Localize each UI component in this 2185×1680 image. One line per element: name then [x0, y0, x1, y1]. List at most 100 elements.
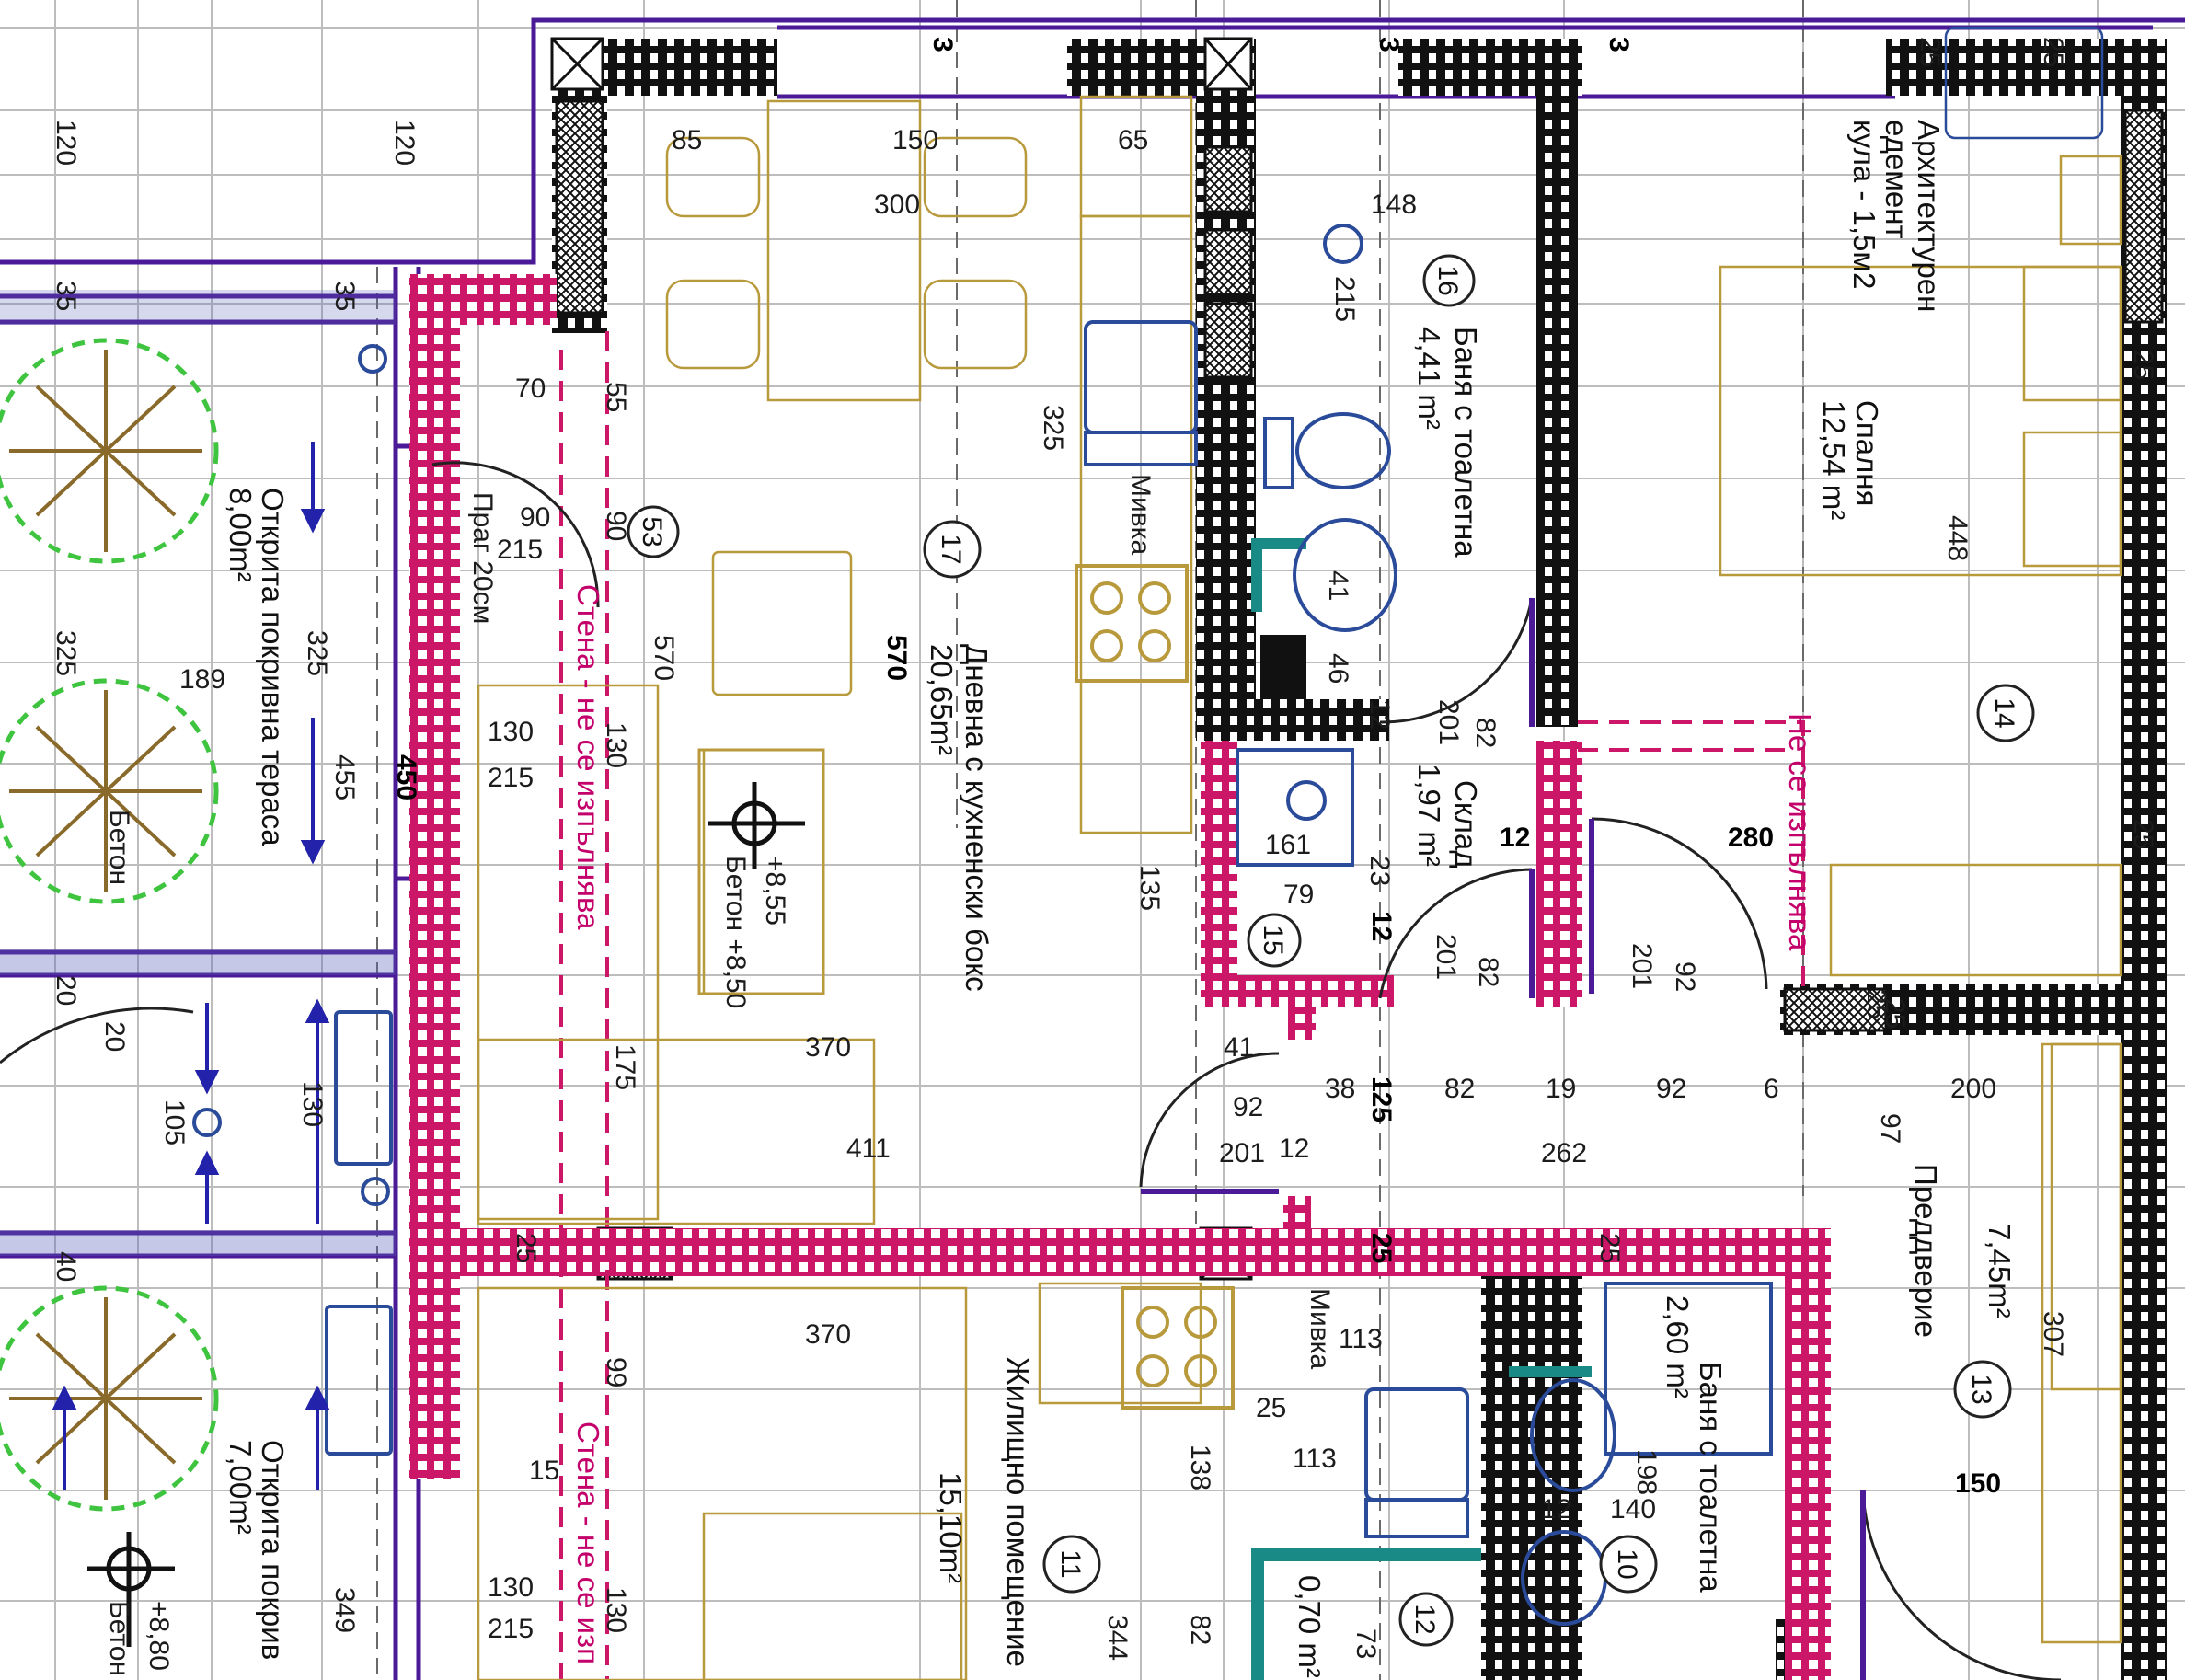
room-marker-14 [1976, 684, 2035, 742]
dim-73: 73 [1351, 1628, 1381, 1659]
dim-25e: 25 [1880, 998, 1910, 1029]
dim-25i: 25 [1366, 1233, 1397, 1263]
misc-labels: Архитектурен едемент кула - 1,5м2 Мивка … [104, 120, 1946, 1676]
flow-arrows [52, 442, 330, 1490]
room-marker-53 [627, 505, 680, 558]
concrete-level-bottom-2: Бетон [104, 1601, 134, 1676]
dim-130a: 130 [488, 717, 534, 747]
room-number-16: 16 [1432, 265, 1463, 295]
dim-262: 262 [1541, 1138, 1587, 1168]
dim-15: 15 [529, 1456, 559, 1486]
concrete-level-marker-top [697, 748, 825, 995]
room-area-15: 1,97 m² [1412, 764, 1446, 867]
dim-307: 307 [2038, 1311, 2068, 1357]
dim-6: 6 [1764, 1074, 1779, 1104]
dim-25a: 25 [1915, 37, 1945, 67]
room-marker-11 [1042, 1535, 1101, 1594]
dim-201b: 201 [1431, 934, 1461, 980]
concrete-level-1: +8,55 [760, 856, 790, 926]
dim-161: 161 [1265, 830, 1311, 860]
dim-570a: 570 [649, 635, 679, 681]
room-marker-16 [1422, 254, 1476, 307]
room-area-10: 2,60 m² [1661, 1295, 1695, 1398]
dimension-texts-horizontal: 85 150 300 65 148 70 90 215 189 130 215 … [179, 125, 2001, 1644]
dim-3c: 3 [1604, 37, 1634, 52]
dim-12a: 12 [1364, 699, 1395, 730]
dim-570b: 570 [881, 635, 912, 681]
dimension-texts-vertical: 120 120 35 35 215 55 325 90 570 570 41 4… [51, 37, 2158, 1661]
room-number-17: 17 [936, 534, 966, 564]
dim-20a: 20 [51, 975, 81, 1006]
dim-12d: 12 [1279, 1133, 1309, 1164]
dim-201a: 201 [1433, 699, 1464, 745]
concrete-tree-label: Бетон [104, 810, 134, 885]
dim-12c: 12 [1366, 911, 1397, 941]
terrace-upper-name: Открита покривна тераса [256, 488, 290, 846]
dim-82c: 82 [1444, 1074, 1475, 1104]
arch-niche-line-2: едемент [1880, 120, 1914, 239]
room-labels: Дневна с кухненски бокс 20,65m² Баня с т… [925, 327, 2017, 1678]
dim-92b: 92 [1233, 1092, 1263, 1122]
terrace-upper-area: 8,00m² [224, 488, 258, 582]
room-area-12: 0,70 m² [1293, 1575, 1327, 1678]
room-marker-15 [1247, 913, 1302, 968]
sink-label-lower: Мивка [1305, 1288, 1335, 1369]
dim-130d: 130 [488, 1572, 534, 1603]
wall-not-built-label-2: Стена - не се изп [571, 1421, 605, 1664]
dim-38: 38 [1325, 1074, 1355, 1104]
dim-120b: 120 [389, 120, 420, 166]
room-area-11: 15,10m² [934, 1472, 968, 1583]
dim-97: 97 [1875, 1113, 1905, 1144]
room-area-13: 7,45m² [1983, 1224, 2017, 1318]
dim-20b: 20 [99, 1021, 130, 1052]
stove-hobs [1075, 564, 1235, 1410]
dim-280: 280 [1728, 823, 1774, 853]
dim-35a: 35 [51, 281, 81, 311]
dim-201c: 201 [1627, 943, 1657, 989]
tree-bottom [0, 1285, 219, 1512]
room-name-15: Склад [1449, 780, 1483, 869]
not-built-label: Не се изпълнява [1783, 713, 1817, 951]
dim-300: 300 [874, 190, 920, 220]
dim-201d: 201 [1219, 1138, 1265, 1168]
dim-450: 450 [391, 754, 421, 800]
dim-25j: 25 [1861, 989, 1892, 1019]
arch-niche-line-3: кула - 1,5м2 [1847, 120, 1881, 289]
room-number-markers [627, 254, 2035, 1647]
terrace-divider-band [0, 290, 396, 1256]
dim-25b: 25 [2038, 37, 2068, 67]
dim-138: 138 [1185, 1444, 1215, 1490]
room-number-13: 13 [1966, 1374, 1996, 1404]
dim-215c: 215 [488, 763, 534, 793]
dim-448: 448 [1942, 515, 1972, 561]
room-number-10: 10 [1612, 1548, 1642, 1579]
arch-niche-line-1: Архитектурен [1912, 120, 1946, 312]
dim-65: 65 [1118, 125, 1148, 155]
dim-215b: 215 [497, 535, 543, 565]
dim-130b: 130 [601, 722, 631, 768]
teal-walls [1251, 538, 1592, 1680]
dim-82b: 82 [1473, 957, 1503, 987]
dim-99: 99 [601, 1357, 631, 1387]
terrace-lower-name: Открита покрив [256, 1440, 290, 1660]
dim-370a: 370 [805, 1032, 851, 1063]
dim-215a: 215 [1329, 276, 1360, 322]
dim-79: 79 [1283, 880, 1314, 910]
dim-189: 189 [179, 664, 225, 695]
magenta-walls [409, 274, 1831, 1680]
dining-furniture [477, 26, 2122, 1680]
room-name-13: Преддверие [1909, 1164, 1943, 1338]
room-marker-12 [1398, 1592, 1454, 1647]
dim-105: 105 [159, 1099, 190, 1145]
dim-148: 148 [1371, 190, 1417, 220]
dim-40: 40 [51, 1251, 81, 1282]
dim-70: 70 [515, 374, 546, 404]
dim-25h: 25 [1256, 1393, 1286, 1423]
dim-325b: 325 [51, 630, 81, 676]
concrete-level-marker-bottom [87, 1532, 175, 1647]
room-number-11: 11 [1055, 1549, 1086, 1578]
dim-12b: 12 [1500, 823, 1530, 853]
room-number-15: 15 [1258, 925, 1288, 955]
concrete-level-2: Бетон +8,50 [720, 856, 751, 1008]
dim-130e: 130 [601, 1587, 631, 1633]
